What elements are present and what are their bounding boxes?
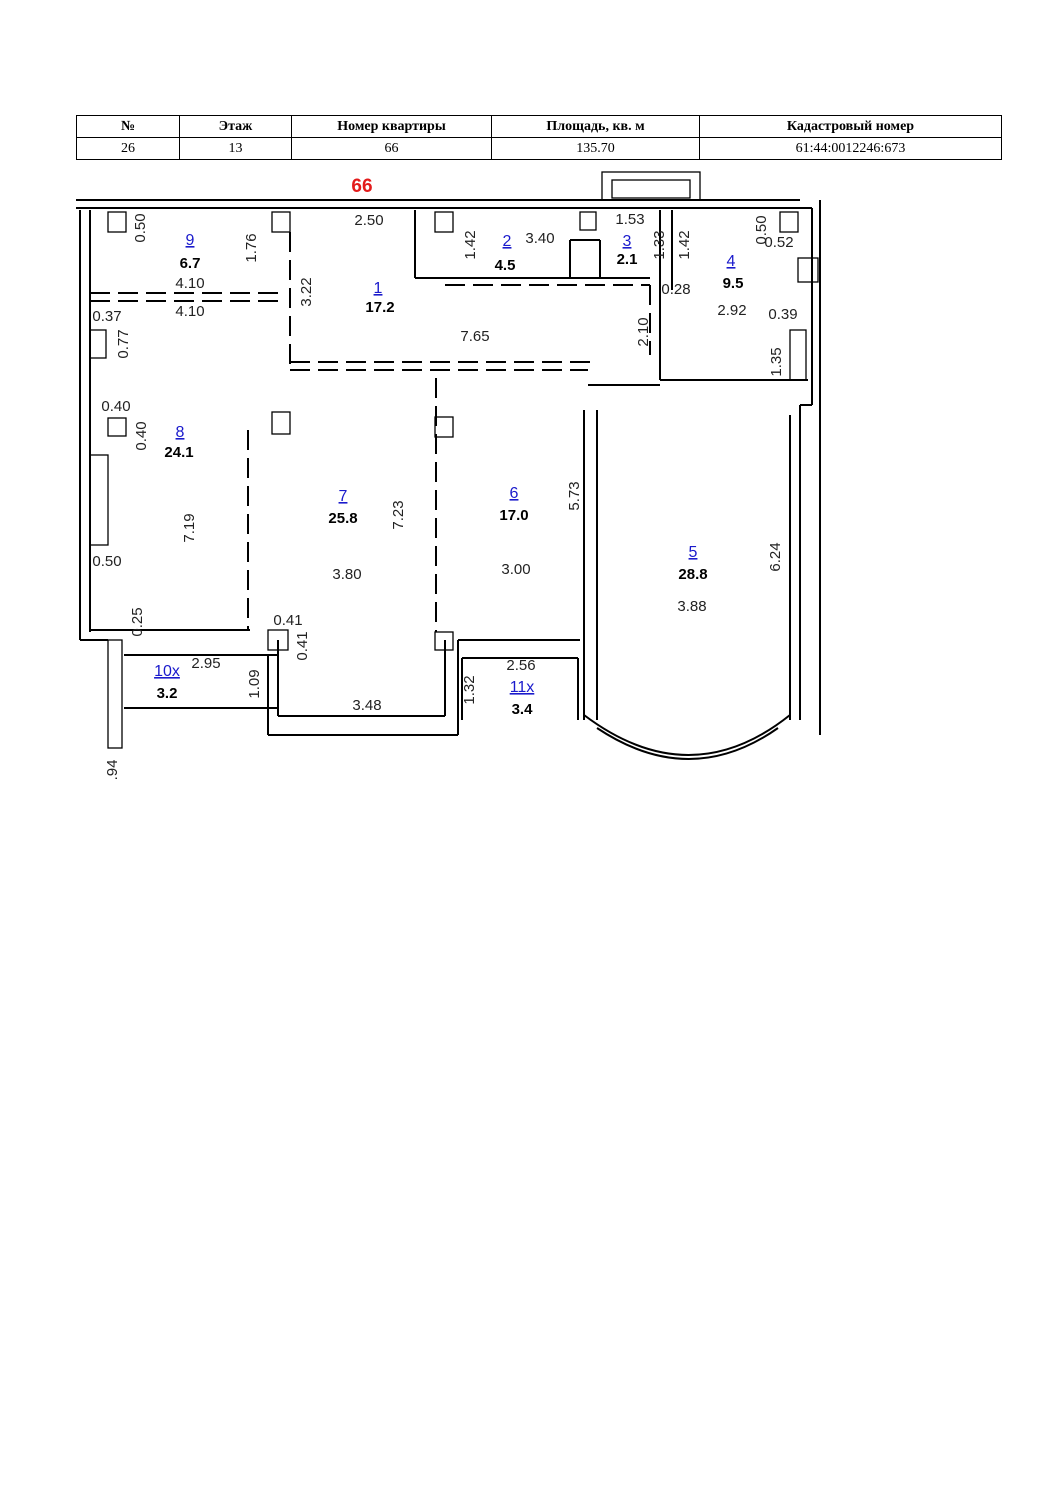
room-2-number: 2 [503,233,512,250]
dimension-label: 0.41 [294,631,311,660]
room-6-number: 6 [510,485,519,502]
apartment-info-table: № Этаж Номер квартиры Площадь, кв. м Кад… [76,115,1002,160]
room-5-area: 28.8 [678,566,707,583]
dimension-label: 2.95 [191,655,220,672]
room-6-area: 17.0 [499,507,528,524]
room-9-number: 9 [186,232,195,249]
dimension-label: 4.10 [175,303,204,320]
cell-floor: 13 [179,137,292,160]
dimension-label: 1.76 [243,233,260,262]
dimension-label: 0.50 [92,553,121,570]
dimension-label: 1.35 [768,347,785,376]
dimension-label: 0.40 [101,398,130,415]
dimension-label: 0.77 [115,329,132,358]
room-3-number: 3 [623,233,632,250]
dimension-label: .94 [104,760,121,781]
cell-cadastral: 61:44:0012246:673 [699,137,1002,160]
floor-plan: 66 1 17.2 2 4.5 3 2.1 4 9.5 5 28.8 6 17.… [76,171,821,780]
dimension-label: 1.42 [462,230,479,259]
dimension-label: 0.50 [753,215,770,244]
dimension-label: 0.25 [129,607,146,636]
room-4-number: 4 [727,253,736,270]
dimension-label: 2.50 [354,212,383,229]
room-3-area: 2.1 [617,251,638,268]
dimension-label: 1.33 [651,230,668,259]
room-5-number: 5 [689,544,698,561]
room-8-area: 24.1 [164,444,193,461]
dimension-label: 0.52 [764,234,793,251]
dimension-label: 0.39 [768,306,797,323]
dimension-label: 3.88 [677,598,706,615]
dimension-label: 0.40 [133,421,150,450]
room-11x-number: 11х [510,679,535,696]
dimension-label: 3.22 [298,277,315,306]
dimension-label: 2.10 [635,317,652,346]
dimension-label: 0.50 [132,213,149,242]
dimension-label: 1.32 [461,675,478,704]
dimension-label: 0.28 [661,281,690,298]
dimension-label: 2.56 [506,657,535,674]
dimension-label: 6.24 [767,542,784,571]
table-header-row: № Этаж Номер квартиры Площадь, кв. м Кад… [76,115,1002,138]
flat-number: 66 [351,176,372,197]
cell-apartment: 66 [291,137,492,160]
dimension-label: 3.80 [332,566,361,583]
dimension-label: 3.48 [352,697,381,714]
room-2-area: 4.5 [495,257,516,274]
room-1-area: 17.2 [365,299,394,316]
plan-partitions [90,232,651,632]
dimension-label: 4.10 [175,275,204,292]
dimension-label: 1.53 [615,211,644,228]
dimension-label: 0.41 [273,612,302,629]
dimension-label: 7.23 [390,500,407,529]
room-10x-number: 10х [154,663,180,680]
room-7-number: 7 [339,488,348,505]
table-row: 26 13 66 135.70 61:44:0012246:673 [76,137,1002,160]
dimension-labels: 2.50 0.50 1.76 4.10 4.10 3.22 1.42 3.40 … [92,211,797,780]
header-cadastral: Кадастровый номер [699,115,1002,138]
room-7-area: 25.8 [328,510,357,527]
dimension-label: 2.92 [717,302,746,319]
dimension-label: 7.19 [181,513,198,542]
room-4-area: 9.5 [723,275,744,292]
dimension-label: 0.37 [92,308,121,325]
dimension-label: 3.40 [525,230,554,247]
room-8-number: 8 [176,424,185,441]
room-11x-area: 3.4 [512,701,534,718]
dimension-label: 1.42 [676,230,693,259]
room-1-number: 1 [374,280,383,297]
dimension-label: 1.09 [246,669,263,698]
dimension-label: 3.00 [501,561,530,578]
dimension-label: 5.73 [566,481,583,510]
room-9-area: 6.7 [180,255,201,272]
dimension-label: 7.65 [460,328,489,345]
room-10x-area: 3.2 [157,685,178,702]
plan-walls [76,171,821,760]
room-labels: 1 17.2 2 4.5 3 2.1 4 9.5 5 28.8 6 17.0 7… [154,232,743,718]
cell-no: 26 [76,137,180,160]
